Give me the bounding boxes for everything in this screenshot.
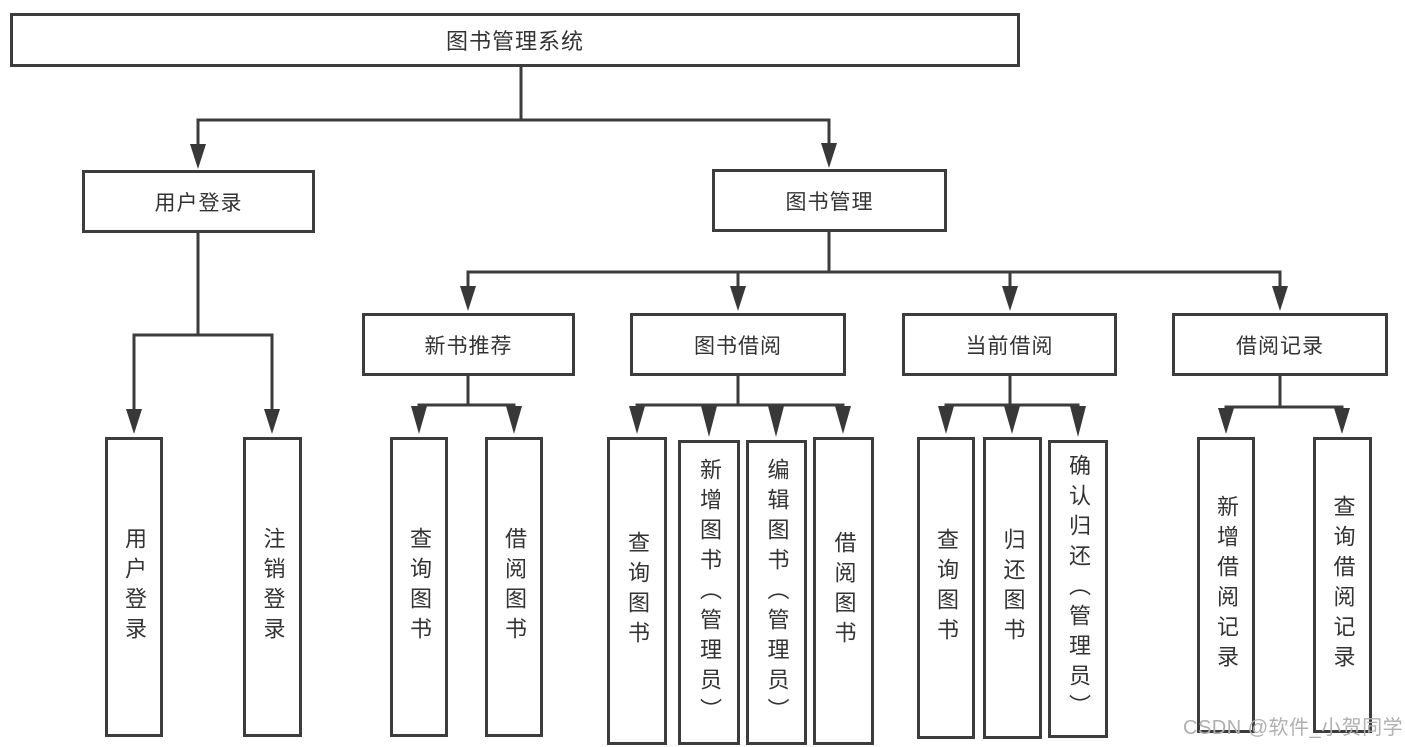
arrow-down-icon — [460, 286, 476, 311]
arrow-down-icon — [938, 406, 954, 434]
leaf-label: 新增借阅记录 — [1214, 495, 1239, 675]
leaf-borrow-books-recommend: 借阅图书 — [485, 437, 543, 737]
connector-book-borrow-children — [629, 376, 851, 437]
arrow-down-icon — [629, 406, 645, 434]
arrow-down-icon — [264, 409, 280, 434]
arrow-down-icon — [1218, 408, 1234, 434]
node-book-management: 图书管理 — [712, 169, 947, 232]
leaf-add-borrow-record: 新增借阅记录 — [1197, 437, 1255, 733]
arrow-down-icon — [1070, 406, 1086, 437]
connector-user-login-children — [126, 233, 280, 434]
arrow-down-icon — [835, 406, 851, 434]
connector-root-to-level2 — [190, 67, 837, 169]
node-library-system: 图书管理系统 — [10, 13, 1020, 67]
arrow-down-icon — [701, 406, 717, 437]
leaf-return-books: 归还图书 — [983, 437, 1042, 739]
leaf-query-books-borrow: 查询图书 — [607, 437, 667, 745]
node-new-book-recommend: 新书推荐 — [362, 313, 575, 376]
csdn-watermark: CSDN @软件_小贺同学 — [1183, 717, 1404, 739]
leaf-label: 借阅图书 — [502, 527, 527, 647]
leaf-edit-books-admin: 编辑图书（管理员） — [746, 440, 807, 745]
arrow-down-icon — [506, 406, 522, 434]
leaf-confirm-return-admin: 确认归还（管理员） — [1048, 440, 1108, 738]
connector-borrow-records-children — [1218, 376, 1350, 434]
leaf-label: 编辑图书（管理员） — [764, 457, 790, 728]
leaf-label: 查询图书 — [934, 528, 959, 648]
arrow-down-icon — [730, 286, 746, 311]
leaf-label: 确认归还（管理员） — [1066, 454, 1091, 724]
arrow-down-icon — [411, 406, 427, 434]
leaf-query-books-recommend: 查询图书 — [390, 437, 448, 737]
leaf-label: 查询图书 — [407, 527, 432, 647]
node-book-borrow: 图书借阅 — [630, 313, 846, 376]
arrow-down-icon — [821, 143, 837, 168]
arrow-down-icon — [1272, 286, 1288, 311]
leaf-label: 查询借阅记录 — [1330, 495, 1356, 675]
leaf-user-login: 用户登录 — [105, 437, 163, 737]
leaf-label: 归还图书 — [1000, 528, 1026, 648]
leaf-label: 用户登录 — [122, 527, 147, 647]
leaf-borrow-books: 借阅图书 — [813, 437, 874, 745]
leaf-label: 注销登录 — [260, 527, 286, 647]
leaf-label: 借阅图书 — [831, 531, 857, 651]
arrow-down-icon — [768, 406, 784, 437]
leaf-logout: 注销登录 — [243, 437, 302, 737]
node-borrow-records: 借阅记录 — [1172, 313, 1388, 376]
arrow-down-icon — [1004, 406, 1020, 434]
arrow-down-icon — [1002, 286, 1018, 311]
node-current-borrow: 当前借阅 — [902, 313, 1117, 376]
leaf-add-books-admin: 新增图书（管理员） — [678, 440, 740, 745]
leaf-query-books-current: 查询图书 — [917, 437, 975, 739]
leaf-query-borrow-record: 查询借阅记录 — [1313, 437, 1372, 733]
connector-book-mgmt-children — [460, 232, 1288, 311]
leaf-label: 查询图书 — [625, 531, 650, 651]
arrow-down-icon — [190, 144, 206, 169]
arrow-down-icon — [1334, 408, 1350, 434]
node-user-login: 用户登录 — [82, 170, 315, 233]
leaf-label: 新增图书（管理员） — [697, 457, 722, 728]
connector-current-borrow-children — [938, 376, 1086, 437]
connector-new-book-children — [411, 376, 522, 434]
arrow-down-icon — [126, 409, 142, 434]
